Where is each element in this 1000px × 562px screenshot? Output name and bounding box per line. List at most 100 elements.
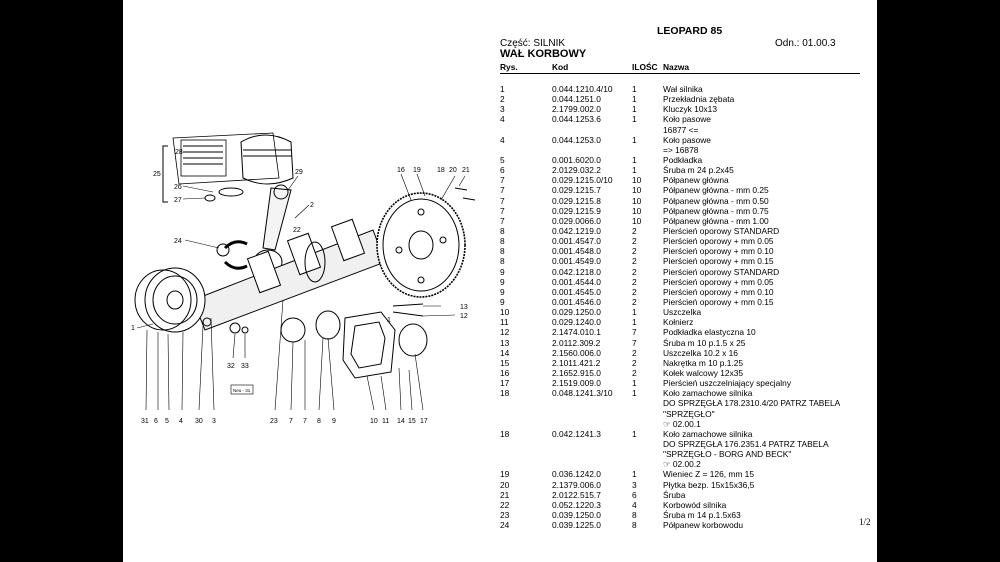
cell-kod: 0.001.4546.0 bbox=[552, 296, 601, 307]
cell-nazwa: Koło zamachowe silnika bbox=[663, 388, 753, 399]
cell-kod: 0.039.1250.0 bbox=[552, 510, 601, 520]
cell-rys: 16 bbox=[500, 367, 510, 378]
cell-rys: 1 bbox=[500, 84, 505, 94]
cell-kod: 2.1474.010.1 bbox=[552, 327, 601, 338]
cell-nazwa: Wieniec Z = 126, mm 15 bbox=[663, 469, 754, 480]
cell-kod: 2.1379.006.0 bbox=[552, 479, 601, 490]
callout-label: 3 bbox=[212, 418, 216, 425]
cell-nazwa: Śruba bbox=[663, 489, 686, 500]
cell-ilosc: 10 bbox=[632, 215, 642, 226]
cell-rys: 24 bbox=[500, 520, 510, 531]
cell-ilosc: 1 bbox=[632, 114, 637, 125]
cell-rys: 8 bbox=[500, 236, 505, 247]
cell-nazwa: ☞ 02.00.1 bbox=[663, 418, 701, 429]
callout-label: 17 bbox=[420, 418, 428, 425]
cell-ilosc: 1 bbox=[632, 94, 637, 105]
cell-kod: 2.0122.515.7 bbox=[552, 489, 601, 500]
cell-nazwa: Półpanew główna - mm 0.25 bbox=[663, 185, 769, 196]
cell-rys: 9 bbox=[500, 266, 505, 277]
cell-kod: 0.029.0066.0 bbox=[552, 215, 601, 226]
callout-label: 12 bbox=[460, 313, 468, 320]
callout-label: 18 bbox=[437, 167, 445, 174]
cell-rys: 7 bbox=[500, 195, 505, 206]
cell-ilosc: 7 bbox=[632, 327, 637, 338]
cell-rys: 7 bbox=[500, 205, 505, 216]
cell-nazwa: Wał silnika bbox=[663, 84, 703, 94]
cell-kod: 0.044.1253.0 bbox=[552, 134, 601, 145]
cell-rys: 21 bbox=[500, 489, 510, 500]
section-subtitle: WAŁ KORBOWY bbox=[500, 48, 587, 60]
cell-ilosc: 2 bbox=[632, 357, 637, 368]
cell-ilosc: 1 bbox=[632, 378, 637, 389]
table-header: Rys. Kod ILOŚC Nazwa bbox=[500, 62, 860, 74]
callout-label: 23 bbox=[270, 418, 278, 425]
callout-label: 21 bbox=[462, 167, 470, 174]
cell-nazwa: "SPRZĘGŁO - BORG AND BECK" bbox=[663, 449, 792, 460]
cell-nazwa: Uszczelka 10.2 x 16 bbox=[663, 347, 738, 358]
cell-nazwa: Kołek walcowy 12x35 bbox=[663, 367, 744, 378]
cell-rys: 12 bbox=[500, 327, 510, 338]
cell-nazwa: Półpanew główna bbox=[663, 175, 729, 186]
cell-rys: 6 bbox=[500, 165, 505, 176]
cell-rys: 2 bbox=[500, 94, 505, 105]
cell-ilosc: 2 bbox=[632, 266, 637, 277]
callout-label: 1 bbox=[131, 325, 135, 332]
cell-kod: 0.039.1225.0 bbox=[552, 520, 601, 531]
cell-ilosc: 1 bbox=[632, 165, 637, 176]
cell-nazwa: Śruba m 14 p.1.5x63 bbox=[663, 510, 741, 520]
reference-label: Odn.: 01.00.3 bbox=[775, 38, 836, 49]
cell-nazwa: Podkładka bbox=[663, 155, 703, 166]
cell-nazwa: 16877 <= bbox=[663, 124, 699, 135]
cell-nazwa: "SPRZĘGŁO" bbox=[663, 408, 715, 419]
callout-label: 33 bbox=[241, 363, 249, 370]
cell-rys: 11 bbox=[500, 317, 509, 328]
cell-nazwa: Kluczyk 10x13 bbox=[663, 104, 717, 115]
cell-kod: 0.029.1240.0 bbox=[552, 317, 601, 328]
cell-ilosc: 1 bbox=[632, 104, 637, 115]
cell-nazwa: Koło pasowe bbox=[663, 114, 711, 125]
callout-label: 8 bbox=[317, 418, 321, 425]
cell-kod: 2.0112.309.2 bbox=[552, 337, 601, 348]
cell-ilosc: 1 bbox=[632, 307, 637, 318]
cell-ilosc: 1 bbox=[632, 428, 637, 439]
cell-nazwa: Płytka bezp. 15x15x36,5 bbox=[663, 479, 755, 490]
callout-label: 20 bbox=[449, 167, 457, 174]
cell-nazwa: Nakrętka m 10 p.1.25 bbox=[663, 357, 744, 368]
cell-ilosc: 10 bbox=[632, 205, 642, 216]
cell-ilosc: 1 bbox=[632, 469, 637, 480]
cell-kod: 0.042.1218.0 bbox=[552, 266, 601, 277]
cell-ilosc: 1 bbox=[632, 134, 637, 145]
cell-rys: 22 bbox=[500, 499, 510, 510]
cell-ilosc: 2 bbox=[632, 246, 637, 257]
cell-ilosc: 10 bbox=[632, 175, 642, 186]
cell-nazwa: DO SPRZĘGŁA 176.2351.4 PATRZ TABELA bbox=[663, 438, 829, 449]
cell-rys: 13 bbox=[500, 337, 510, 348]
cell-rys: 23 bbox=[500, 510, 510, 520]
document-page: 28 25 26 27 29 2 16 19 18 20 21 22 24 13… bbox=[123, 0, 877, 562]
cell-kod: 0.044.1210.4/10 bbox=[552, 84, 613, 94]
cell-nazwa: Korbowód silnika bbox=[663, 499, 727, 510]
callout-label: 6 bbox=[154, 418, 158, 425]
cell-kod: 0.042.1219.0 bbox=[552, 226, 601, 236]
cell-kod: 0.029.1215.8 bbox=[552, 195, 601, 206]
cell-nazwa: Pierścień oporowy + mm 0.15 bbox=[663, 256, 774, 267]
cell-rys: 10 bbox=[500, 307, 510, 318]
cell-nazwa: Uszczelka bbox=[663, 307, 702, 318]
cell-ilosc: 10 bbox=[632, 185, 642, 196]
